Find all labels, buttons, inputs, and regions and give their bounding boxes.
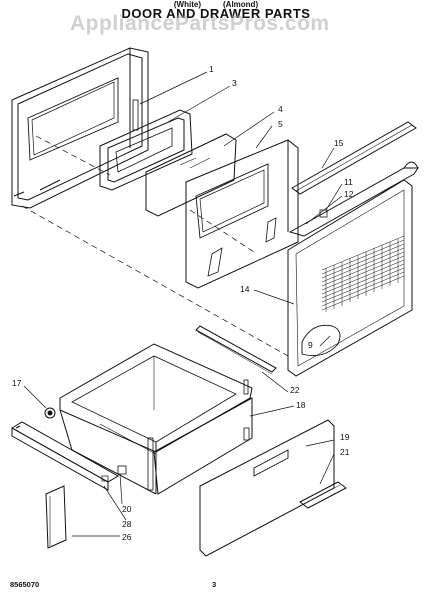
callout-4: 4 [278,104,283,114]
callout-28: 28 [122,519,132,529]
drawer-tub [59,343,253,495]
variant-white: (White) [173,0,201,9]
callout-19: 19 [340,432,350,442]
callout-15: 15 [334,138,344,148]
callout-20: 20 [122,504,132,514]
slide-clip [117,465,127,475]
inner-door-panel [11,47,149,209]
outer-door [185,139,299,289]
drawer-handle [299,481,347,509]
door-glass [145,133,237,217]
vent-grille [321,235,405,312]
callout-1: 1 [209,64,214,74]
latch-bracket [301,324,341,357]
callout-numbers: 1 3 4 5 15 11 12 14 9 17 22 18 19 21 20 … [12,64,354,542]
drawer-slide-rail [11,421,119,491]
drawer-front-panel [199,419,335,557]
callout-18: 18 [296,400,306,410]
alignment-lines [21,135,289,357]
variant-line: (White) (Almond) [0,0,432,9]
variant-almond: (Almond) [223,0,259,9]
callout-21: 21 [340,447,350,457]
drawer-rail [195,325,277,375]
callout-17: 17 [12,378,22,388]
callout-14: 14 [240,284,250,294]
callout-26: 26 [122,532,132,542]
page-number: 3 [212,580,217,589]
callout-9: 9 [308,340,313,350]
hinge-bracket [288,161,419,237]
oven-door-liner [287,179,413,377]
callout-12: 12 [344,189,354,199]
side-trim-piece [45,485,67,549]
callout-22: 22 [290,385,300,395]
diagram-title: DOOR AND DRAWER PARTS [121,6,311,21]
door-window-frame [99,109,193,191]
callout-3: 3 [232,78,237,88]
diagram-code: 8565070 [10,580,40,589]
drawer-roller [44,407,56,419]
callout-11: 11 [344,177,353,187]
leader-lines [23,71,343,537]
callout-5: 5 [278,119,283,129]
door-top-trim [291,121,417,195]
